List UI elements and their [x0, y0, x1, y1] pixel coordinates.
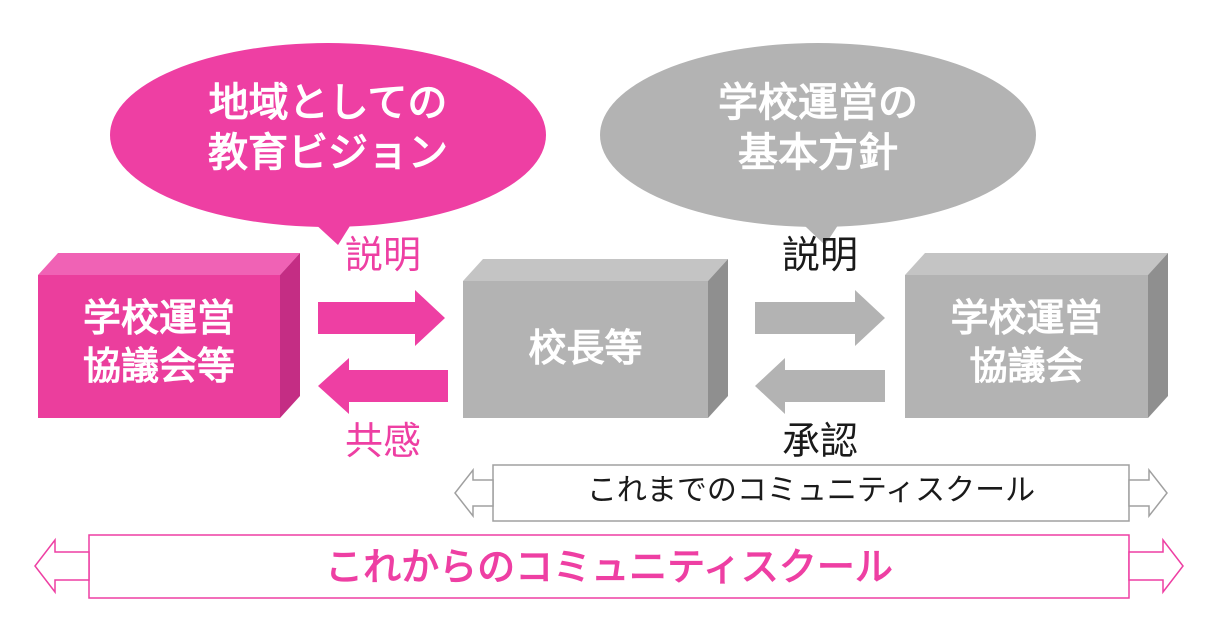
- principal-line-1: 校長等: [528, 326, 643, 370]
- current-span-arrow: [454, 464, 1168, 522]
- council-etc-line-1: 学校運営: [82, 296, 235, 340]
- explain-arrow-right: [318, 290, 445, 346]
- vision-line-1: 地域としての: [208, 80, 448, 126]
- policy-line-1: 学校運営の: [718, 80, 918, 126]
- vision-speech-bubble: [110, 43, 546, 245]
- empathy-arrow-left: [318, 358, 448, 414]
- principal-label: 校長等: [463, 325, 708, 373]
- council-etc-line-2: 協議会等: [82, 343, 235, 388]
- council-etc-box: [38, 253, 300, 418]
- future-span-arrow: [34, 534, 1184, 599]
- council-box: [905, 253, 1168, 418]
- current-community-school-label: これまでのコミュニティスクール: [586, 473, 1036, 508]
- council-line-2: 協議会: [969, 343, 1084, 388]
- council-label: 学校運営 協議会: [905, 295, 1148, 390]
- approval-arrow-left-gray: [755, 358, 885, 414]
- policy-bubble-text: 学校運営の 基本方針: [658, 78, 978, 178]
- policy-speech-bubble: [600, 43, 1036, 245]
- council-etc-label: 学校運営 協議会等: [38, 295, 280, 390]
- council-line-1: 学校運営: [950, 296, 1103, 340]
- vision-line-2: 教育ビジョン: [208, 130, 448, 176]
- explain-label-right: 説明: [781, 233, 858, 277]
- approval-label: 承認: [781, 419, 858, 463]
- principal-box: [463, 259, 728, 418]
- vision-bubble-text: 地域としての 教育ビジョン: [168, 78, 488, 178]
- future-community-school-label: これからのコミュニティスクール: [325, 545, 893, 589]
- explain-arrow-right-gray: [755, 290, 885, 346]
- policy-line-2: 基本方針: [738, 130, 898, 176]
- empathy-label: 共感: [344, 419, 421, 463]
- explain-label-left: 説明: [344, 233, 421, 277]
